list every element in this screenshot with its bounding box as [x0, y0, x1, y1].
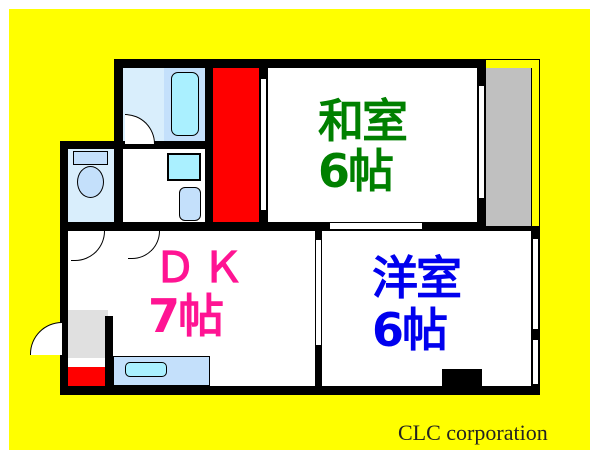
pillar: [442, 369, 482, 386]
yoshitsu-window-lower: [532, 340, 539, 384]
shoe-closet: [68, 367, 105, 386]
room-yoshitsu: 洋室 6帖: [322, 231, 531, 386]
toilet-tank-icon: [73, 151, 108, 165]
balcony-floor: [486, 68, 532, 226]
yoshitsu-sliding-door: [315, 240, 322, 345]
balcony: [485, 59, 540, 227]
washbasin-icon: [167, 153, 201, 181]
entrance-wall: [105, 316, 113, 394]
washroom: [123, 149, 205, 222]
room-name: 洋室: [372, 251, 462, 305]
company-credit: CLC corporation: [398, 420, 548, 445]
toilet-bowl-icon: [77, 166, 104, 198]
entrance-floor: [68, 310, 108, 358]
washitsu-sliding-door: [330, 222, 422, 230]
room-size: 6帖: [318, 144, 394, 198]
washitsu-window: [478, 86, 485, 198]
room-name: 和室: [318, 94, 408, 148]
sink-icon: [125, 362, 167, 377]
bathtub-icon: [171, 72, 199, 136]
toilet-room: [68, 149, 114, 222]
closet: [213, 68, 259, 222]
kitchen-counter: [113, 356, 210, 386]
closet-sliding-door: [260, 79, 267, 210]
bathroom: [164, 68, 205, 141]
room-washitsu: 和室 6帖: [268, 68, 477, 222]
room-size: 6帖: [372, 303, 448, 357]
yoshitsu-window-upper: [532, 239, 539, 329]
washing-machine-icon: [179, 187, 201, 221]
room-name: ＤＫ: [154, 243, 251, 292]
room-size: 7帖: [148, 289, 224, 343]
